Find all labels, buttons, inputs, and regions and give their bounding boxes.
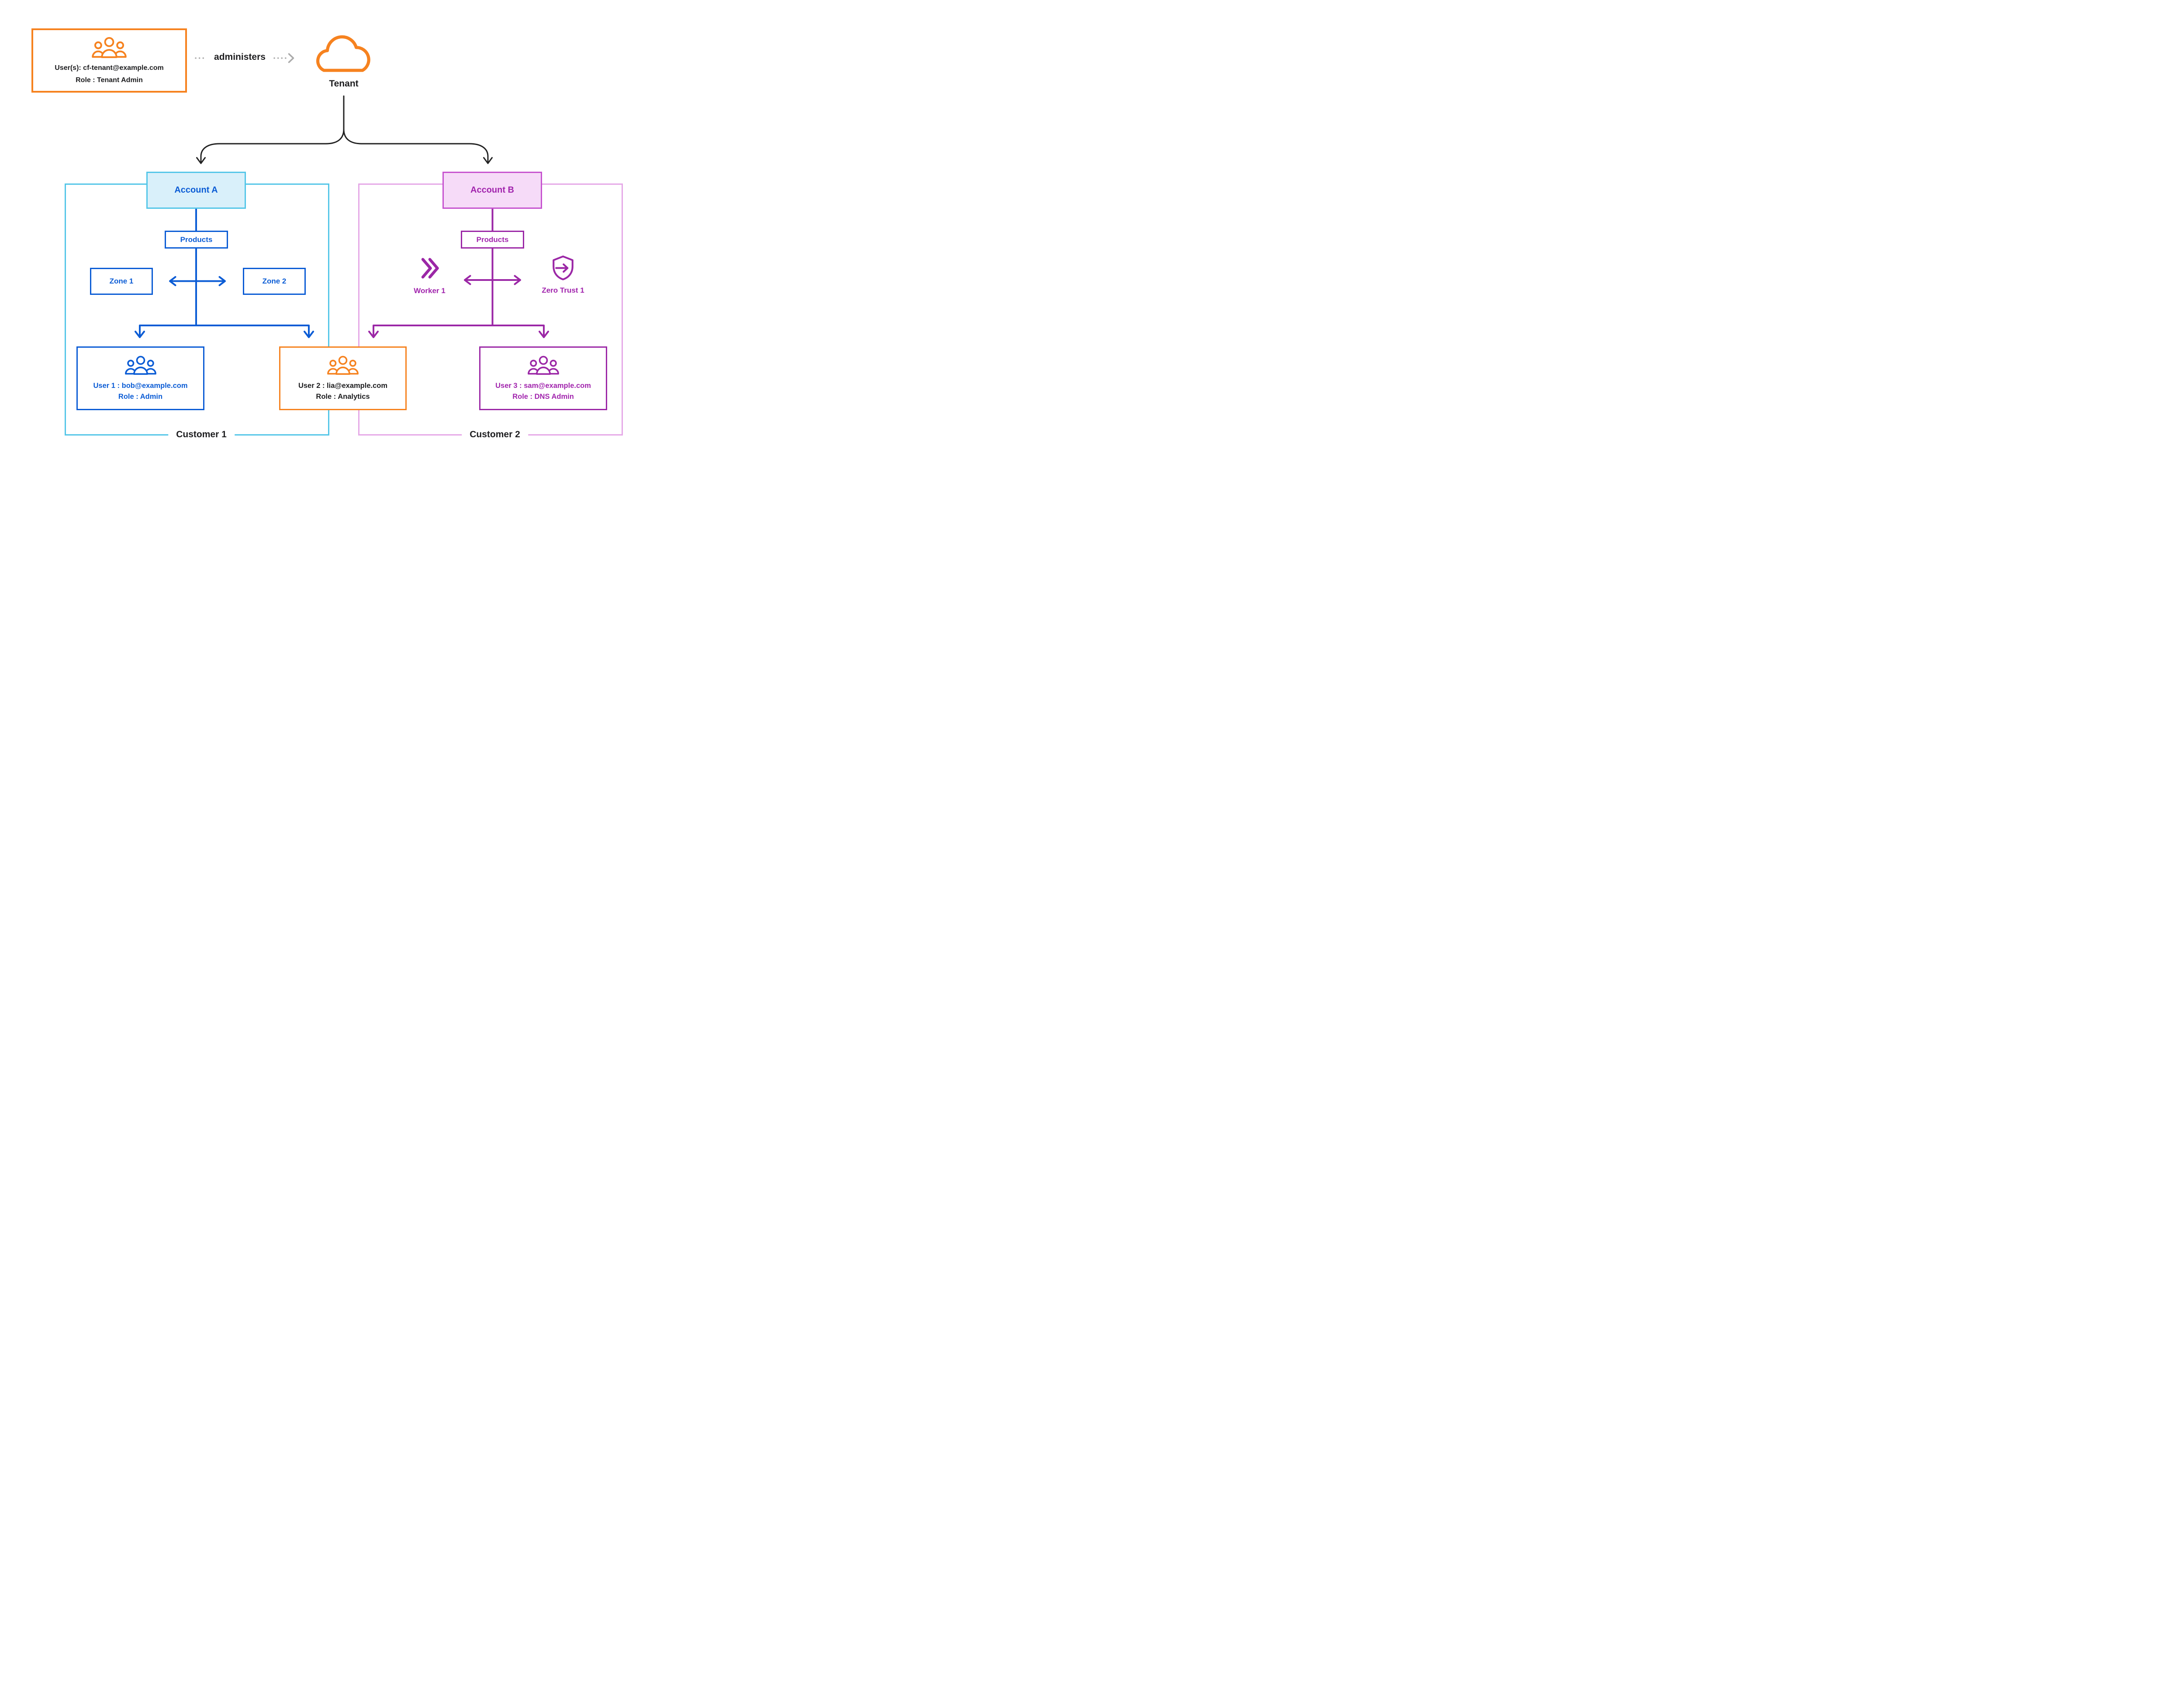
tenant-label: Tenant <box>329 79 359 89</box>
user-3-box: User 3 : sam@example.com Role : DNS Admi… <box>479 346 607 410</box>
tenant-admin-users-line: User(s): cf-tenant@example.com <box>55 64 164 72</box>
products-b-box: Products <box>461 231 524 249</box>
tenant-branch-connector <box>196 95 493 164</box>
account-b-box: Account B <box>442 172 542 209</box>
zero-trust-1-label: Zero Trust 1 <box>542 286 584 294</box>
customer-2-label: Customer 2 <box>462 429 528 441</box>
user-2-name-line: User 2 : lia@example.com <box>298 381 388 390</box>
user-1-name-line: User 1 : bob@example.com <box>93 381 188 390</box>
products-a-box: Products <box>165 231 228 249</box>
zone-2-box: Zone 2 <box>243 268 306 295</box>
worker-1-label: Worker 1 <box>414 287 446 295</box>
user-3-role-line: Role : DNS Admin <box>512 393 574 401</box>
account-a-box: Account A <box>146 172 246 209</box>
user-2-role-line: Role : Analytics <box>316 393 370 401</box>
worker-1-node: Worker 1 <box>409 257 450 295</box>
users-icon <box>327 355 359 377</box>
customer-1-label: Customer 1 <box>168 429 235 441</box>
users-icon <box>92 36 127 61</box>
shield-arrow-icon <box>551 255 575 283</box>
user-3-name-line: User 3 : sam@example.com <box>495 381 591 390</box>
zone-1-box: Zone 1 <box>90 268 153 295</box>
tenant-admin-box: User(s): cf-tenant@example.com Role : Te… <box>31 28 187 93</box>
user-1-box: User 1 : bob@example.com Role : Admin <box>76 346 204 410</box>
diagram-canvas: User(s): cf-tenant@example.com Role : Te… <box>0 0 685 473</box>
users-icon <box>124 355 156 377</box>
zero-trust-1-node: Zero Trust 1 <box>539 255 587 295</box>
cloud-icon <box>306 27 382 76</box>
user-1-role-line: Role : Admin <box>118 393 163 401</box>
administers-label: administers <box>214 52 266 62</box>
user-2-box: User 2 : lia@example.com Role : Analytic… <box>279 346 407 410</box>
users-icon <box>527 355 559 377</box>
tenant-admin-role-line: Role : Tenant Admin <box>76 76 143 84</box>
workers-icon <box>417 257 442 281</box>
